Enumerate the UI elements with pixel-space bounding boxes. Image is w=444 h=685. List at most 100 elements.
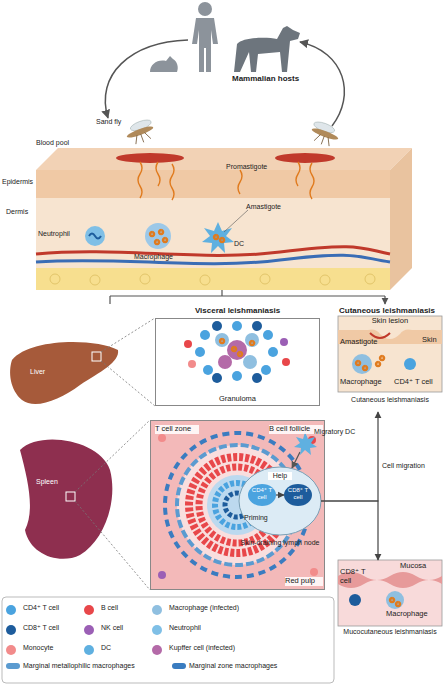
monocyte-cell — [158, 434, 166, 442]
zoom-square — [92, 352, 101, 361]
spleen-organ — [20, 440, 112, 559]
monocyte-cell — [188, 360, 196, 368]
dc-migration-arrow — [292, 452, 300, 468]
b-cell — [184, 340, 192, 348]
legend-text: CD4⁺ T cell — [23, 604, 83, 612]
node-text: T cell zone — [155, 425, 199, 434]
node-text: Priming — [244, 514, 278, 522]
panel-frame — [338, 560, 442, 626]
cd4-cell — [263, 330, 273, 340]
legend-swatch — [84, 605, 94, 615]
label-text: Neutrophil — [38, 230, 82, 238]
label-text: Spleen — [36, 478, 70, 486]
zoom-square — [66, 492, 75, 501]
dog — [234, 26, 300, 72]
connector-arrow — [321, 501, 378, 560]
cycle-arrow — [300, 42, 344, 126]
cycle-arrow — [105, 40, 188, 118]
legend-swatch — [6, 645, 16, 655]
legend-text: Marginal metallophilic macrophages — [23, 662, 143, 670]
legend-swatch — [84, 625, 94, 635]
amastigotes — [214, 235, 224, 242]
promastigotes — [138, 162, 314, 200]
node-text: CD8⁺ T cell — [340, 568, 376, 585]
panel-box: Skin lesionSkinAmastigoteMacrophageCD4⁺ … — [338, 316, 442, 412]
leader-line — [224, 210, 248, 232]
panel-frame — [338, 316, 442, 392]
sand-fly — [123, 118, 156, 147]
zoom-lines — [101, 318, 155, 406]
amastigotes — [150, 230, 167, 244]
cd4-cell — [404, 358, 416, 370]
legend-swatch — [84, 645, 94, 655]
migratory-dc — [294, 432, 317, 455]
legend-text: Marginal zone macrophages — [189, 662, 329, 670]
amastigotes — [220, 339, 254, 356]
cd4-cell — [268, 347, 278, 357]
human-body — [192, 18, 218, 72]
legend-text: Macrophage (infected) — [169, 604, 329, 612]
blood-pool — [275, 153, 335, 163]
blood-vessel — [36, 255, 390, 264]
granuloma-cells — [184, 321, 290, 383]
amastigotes — [356, 356, 384, 370]
skin-side — [390, 148, 412, 290]
node-text: CD4⁺ T cell — [394, 378, 442, 387]
cd4-cell — [203, 365, 213, 375]
edge-label: Cell migration — [382, 462, 440, 470]
node-text: Mucocutaneous leishmaniasis — [338, 628, 442, 636]
label-text: Dermis — [6, 208, 36, 216]
legend-swatch — [152, 625, 162, 635]
node-text: Amastigote — [340, 338, 390, 347]
label-text: Macrophage — [134, 253, 184, 261]
macrophage-cell — [145, 223, 171, 249]
label-text: Sand fly — [96, 118, 130, 126]
node-text: Skin-draining lymph node — [226, 539, 334, 547]
mucosa-panel-art — [338, 560, 442, 626]
sand-fly — [308, 120, 341, 149]
node-text: Skin lesion — [365, 317, 415, 326]
cd4-cell — [261, 365, 271, 375]
label-text: Visceral leishmaniasis — [155, 306, 320, 315]
label-text: Liver — [30, 368, 60, 376]
label-text: Migratory DC — [314, 428, 362, 436]
nk-cell — [158, 571, 166, 579]
label-text: Mammalian hosts — [232, 74, 332, 83]
node-text: Cutaneous leishmaniasis — [338, 396, 442, 404]
kupffer-cell — [218, 355, 232, 369]
epidermis-layer — [36, 170, 390, 198]
legend-text: Monocyte — [23, 644, 83, 652]
cd4-cell — [200, 330, 210, 340]
blood-pool — [116, 153, 184, 163]
neutrophil-cell — [85, 226, 105, 246]
fat-layer — [36, 268, 390, 290]
node-text: Mucosa — [400, 562, 440, 571]
panel-box: CD8⁺ T cell MucosaMacrophageMucocutaneous… — [338, 560, 442, 648]
node-text: CD8⁺ T cell — [284, 487, 312, 501]
label-text: Promastigote — [226, 163, 286, 171]
dendritic-cell — [202, 222, 234, 253]
mouse — [150, 56, 178, 72]
skin-top — [36, 148, 412, 170]
skin-block — [36, 148, 412, 290]
cd8-cell — [252, 321, 262, 331]
legend-text: CD8⁺ T cell — [23, 624, 83, 632]
legend-swatch — [152, 605, 162, 615]
cd8-cell — [349, 594, 361, 606]
macrophage-cell — [243, 355, 257, 369]
connector-arrow — [321, 412, 378, 501]
nk-cell — [280, 338, 288, 346]
node-text: CD4⁺ T cell — [248, 487, 276, 501]
legend-text: Kupffer cell (infected) — [169, 644, 329, 652]
node-text: Macrophage — [386, 610, 440, 619]
lesion-panel-art — [338, 316, 442, 392]
label-text: DC — [234, 240, 254, 248]
dermis-layer — [36, 198, 390, 268]
cell-node: CD8⁺ T cell — [284, 484, 312, 506]
legend-swatch — [6, 605, 16, 615]
label-text: Cutaneous leishmaniasis — [330, 306, 444, 315]
zoom-lines — [75, 420, 150, 590]
legend-swatch — [6, 625, 16, 635]
cd8-cell — [212, 321, 222, 331]
